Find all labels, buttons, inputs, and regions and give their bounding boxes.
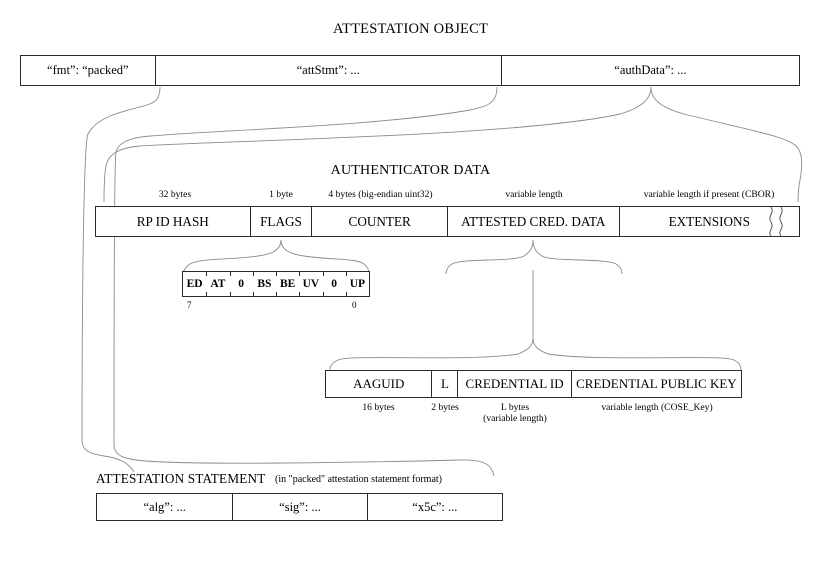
field-attstmt[interactable]: “attStmt”: ... — [156, 56, 502, 85]
flag-bit-rfu2[interactable]: 0 — [229, 271, 253, 297]
page-title: ATTESTATION OBJECT — [332, 21, 489, 37]
attestation-statement-row: “alg”: ... “sig”: ... “x5c”: ... — [96, 493, 503, 521]
field-extensions[interactable]: EXTENSIONS — [668, 213, 750, 229]
caption-rp-id-hash-size: 32 bytes — [158, 189, 192, 200]
field-alg[interactable]: “alg”: ... — [97, 494, 234, 520]
attestation-statement-title: ATTESTATION STATEMENT — [96, 471, 266, 486]
flag-bit-bs[interactable]: BS — [252, 271, 276, 297]
field-flags[interactable]: FLAGS — [251, 207, 313, 236]
caption-credential-id-size-2: (variable length) — [483, 413, 547, 424]
authenticator-data-row: RP ID HASH FLAGS COUNTER ATTESTED CRED. … — [95, 206, 800, 237]
bit-index-lsb: 0 — [352, 300, 357, 310]
caption-attested-cred-data-size: variable length — [505, 189, 563, 200]
flag-bit-rfu1[interactable]: 0 — [322, 271, 346, 297]
caption-flags-size: 1 byte — [269, 189, 293, 200]
caption-credential-public-key-size: variable length (COSE_Key) — [601, 402, 713, 413]
bit-index-msb: 7 — [187, 300, 192, 310]
caption-counter-size: 4 bytes (big-endian uint32) — [328, 189, 433, 200]
zigzag-break-icon — [769, 206, 783, 237]
caption-extensions-size: variable length if present (CBOR) — [643, 189, 775, 200]
caption-l-size: 2 bytes — [431, 402, 459, 413]
field-x5c[interactable]: “x5c”: ... — [412, 499, 458, 514]
flags-bit-box: ED AT 0 BS BE UV 0 UP — [182, 271, 370, 297]
attested-credential-data-row: AAGUID L CREDENTIAL ID CREDENTIAL PUBLIC… — [325, 370, 742, 398]
flag-bit-be[interactable]: BE — [276, 271, 299, 297]
flag-bit-at[interactable]: AT — [206, 271, 229, 297]
flag-bit-uv[interactable]: UV — [299, 271, 322, 297]
flag-bit-ed[interactable]: ED — [186, 278, 203, 290]
field-sig[interactable]: “sig”: ... — [233, 494, 368, 520]
field-rp-id-hash[interactable]: RP ID HASH — [96, 207, 251, 236]
field-credential-id[interactable]: CREDENTIAL ID — [458, 371, 572, 397]
authenticator-data-title: AUTHENTICATOR DATA — [330, 163, 491, 178]
field-attested-cred-data[interactable]: ATTESTED CRED. DATA — [448, 207, 620, 236]
caption-credential-id-size: L bytes — [500, 402, 530, 413]
field-aaguid[interactable]: AAGUID — [326, 371, 433, 397]
caption-aaguid-size: 16 bytes — [362, 402, 395, 413]
field-authdata[interactable]: “authData”: ... — [614, 63, 687, 77]
field-counter[interactable]: COUNTER — [312, 207, 448, 236]
attestation-object-row: “fmt”: “packed” “attStmt”: ... “authData… — [20, 55, 800, 86]
field-credential-public-key[interactable]: CREDENTIAL PUBLIC KEY — [576, 376, 737, 391]
flag-bit-up[interactable]: UP — [345, 271, 369, 297]
field-l[interactable]: L — [432, 371, 459, 397]
field-fmt[interactable]: “fmt”: “packed” — [21, 56, 156, 85]
attestation-statement-note: (in "packed" attestation statement forma… — [275, 474, 442, 485]
